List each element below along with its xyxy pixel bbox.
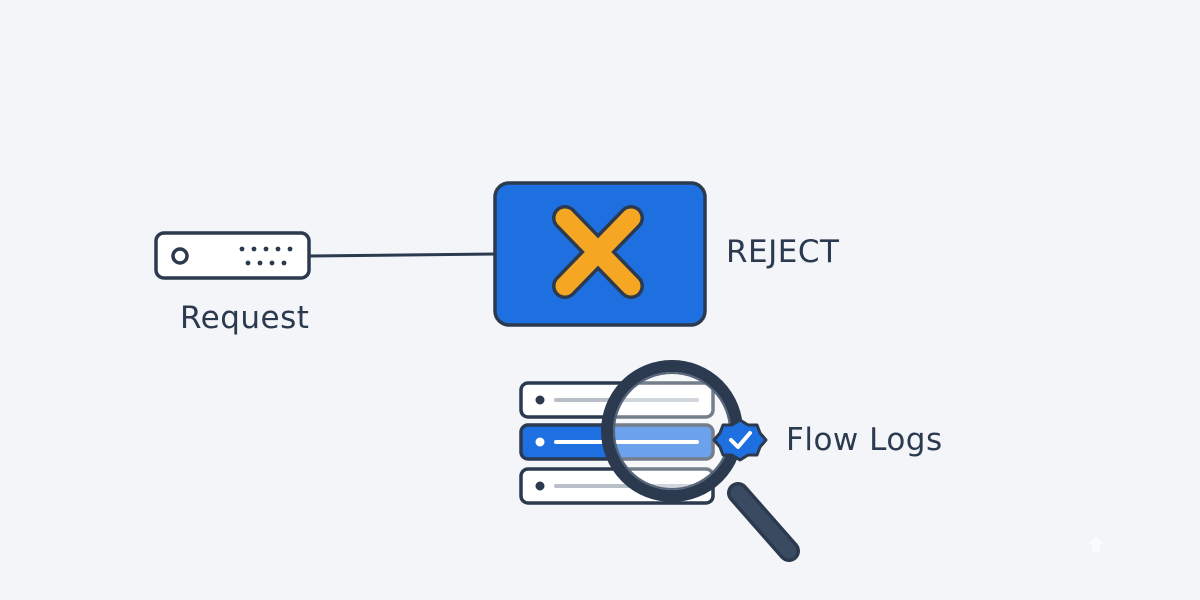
reject-label: REJECT [726, 234, 840, 270]
verified-badge-icon [712, 418, 768, 462]
reject-x-icon [552, 205, 644, 299]
log-row-highlighted [519, 423, 715, 461]
watermark-icon [1088, 536, 1104, 552]
reject-box [493, 181, 707, 327]
server-icon [154, 231, 311, 280]
flow-logs-label: Flow Logs [786, 422, 943, 458]
request-label: Request [180, 300, 310, 336]
magnifier-icon [601, 360, 800, 562]
connector-line [307, 252, 497, 258]
